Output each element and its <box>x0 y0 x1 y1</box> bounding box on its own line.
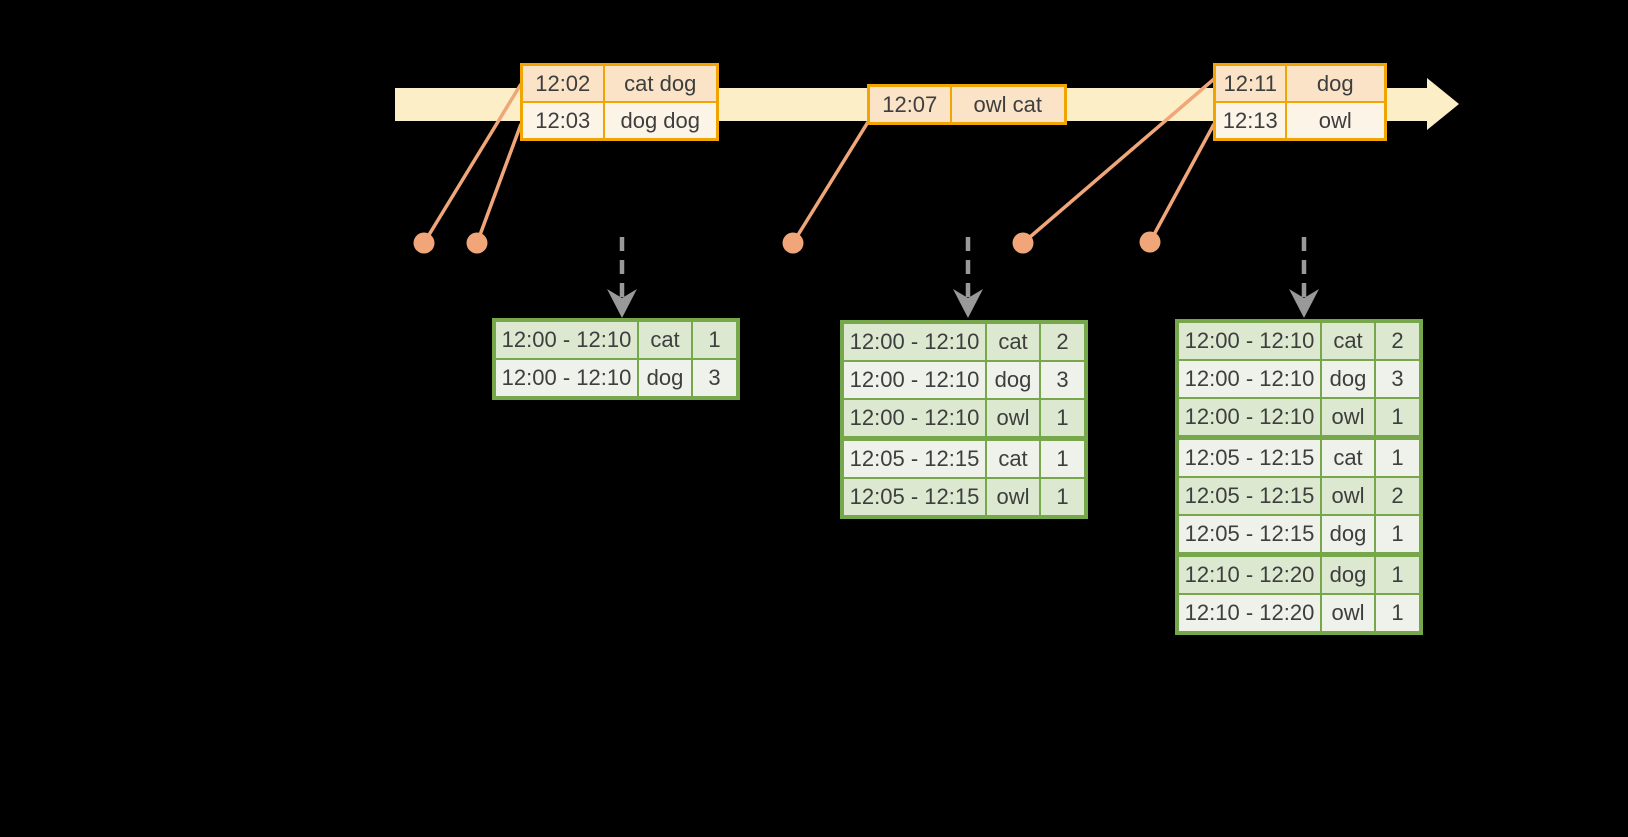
word: dog <box>637 358 693 399</box>
event-dot-icon <box>1139 231 1161 253</box>
window-range: 12:00 - 12:10 <box>841 360 987 400</box>
count: 3 <box>1039 360 1087 400</box>
word: owl <box>985 398 1041 441</box>
window-range: 12:00 - 12:10 <box>1176 320 1322 361</box>
count: 1 <box>1039 477 1087 518</box>
window-range: 12:05 - 12:15 <box>1176 514 1322 557</box>
word: dog <box>1320 359 1376 399</box>
word: dog <box>1320 514 1376 557</box>
word: owl <box>985 477 1041 518</box>
result-row: 12:10 - 12:20 dog 1 <box>1176 553 1422 595</box>
event-time: 12:02 <box>520 63 605 103</box>
result-row: 12:00 - 12:10 dog 3 <box>1176 359 1422 399</box>
result-row: 12:00 - 12:10 cat 2 <box>841 321 1087 362</box>
count: 3 <box>1374 359 1422 399</box>
result-row: 12:00 - 12:10 owl 1 <box>1176 397 1422 440</box>
event-row: 12:07 owl cat <box>867 84 1067 125</box>
event-table-1: 12:02 cat dog 12:03 dog dog <box>520 63 719 141</box>
event-connector-line <box>1021 77 1216 245</box>
event-words: owl <box>1284 101 1387 141</box>
event-words: dog dog <box>602 101 719 141</box>
event-connector-line <box>791 121 870 244</box>
word: dog <box>1320 553 1376 595</box>
window-range: 12:00 - 12:10 <box>493 358 639 399</box>
count: 1 <box>1039 398 1087 441</box>
result-row: 12:00 - 12:10 owl 1 <box>841 398 1087 441</box>
word: owl <box>1320 593 1376 634</box>
event-row: 12:11 dog <box>1213 63 1387 103</box>
window-range: 12:05 - 12:15 <box>841 437 987 479</box>
result-row: 12:05 - 12:15 owl 1 <box>841 477 1087 518</box>
event-time: 12:03 <box>520 101 605 141</box>
word: cat <box>637 319 693 360</box>
event-words: dog <box>1284 63 1387 103</box>
event-row: 12:13 owl <box>1213 101 1387 141</box>
count: 1 <box>1374 593 1422 634</box>
count: 3 <box>691 358 739 399</box>
result-row: 12:00 - 12:10 cat 1 <box>493 319 739 360</box>
event-table-2: 12:07 owl cat <box>867 84 1067 125</box>
count: 1 <box>1039 437 1087 479</box>
result-row: 12:00 - 12:10 cat 2 <box>1176 320 1422 361</box>
word: cat <box>985 437 1041 479</box>
result-row: 12:05 - 12:15 cat 1 <box>1176 436 1422 478</box>
count: 1 <box>1374 553 1422 595</box>
word: dog <box>985 360 1041 400</box>
window-range: 12:00 - 12:10 <box>841 398 987 441</box>
event-time: 12:07 <box>867 84 952 125</box>
window-range: 12:05 - 12:15 <box>1176 476 1322 516</box>
event-dot-icon <box>413 232 435 254</box>
result-row: 12:05 - 12:15 owl 2 <box>1176 476 1422 516</box>
window-range: 12:00 - 12:10 <box>1176 359 1322 399</box>
word: cat <box>985 321 1041 362</box>
event-table-3: 12:11 dog 12:13 owl <box>1213 63 1387 141</box>
trigger-arrowhead-icon <box>1289 289 1319 318</box>
event-words: owl cat <box>949 84 1067 125</box>
window-range: 12:00 - 12:10 <box>1176 397 1322 440</box>
result-row: 12:05 - 12:15 dog 1 <box>1176 514 1422 557</box>
word: owl <box>1320 476 1376 516</box>
count: 1 <box>1374 436 1422 478</box>
trigger-arrowhead-icon <box>953 289 983 318</box>
count: 2 <box>1039 321 1087 362</box>
event-time: 12:13 <box>1213 101 1287 141</box>
result-row: 12:10 - 12:20 owl 1 <box>1176 593 1422 634</box>
result-row: 12:00 - 12:10 dog 3 <box>493 358 739 399</box>
result-table-1: 12:00 - 12:10 cat 1 12:00 - 12:10 dog 3 <box>492 318 740 400</box>
word: cat <box>1320 320 1376 361</box>
window-range: 12:00 - 12:10 <box>841 321 987 362</box>
trigger-arrowhead-icon <box>607 289 637 318</box>
count: 2 <box>1374 320 1422 361</box>
count: 1 <box>1374 397 1422 440</box>
window-range: 12:05 - 12:15 <box>841 477 987 518</box>
event-dot-icon <box>782 232 804 254</box>
result-table-2: 12:00 - 12:10 cat 2 12:00 - 12:10 dog 3 … <box>840 320 1088 519</box>
window-range: 12:10 - 12:20 <box>1176 553 1322 595</box>
event-row: 12:02 cat dog <box>520 63 719 103</box>
count: 1 <box>691 319 739 360</box>
window-range: 12:05 - 12:15 <box>1176 436 1322 478</box>
count: 2 <box>1374 476 1422 516</box>
timeline-arrowhead-icon <box>1427 78 1459 130</box>
word: owl <box>1320 397 1376 440</box>
event-time: 12:11 <box>1213 63 1287 103</box>
result-table-3: 12:00 - 12:10 cat 2 12:00 - 12:10 dog 3 … <box>1175 319 1423 635</box>
event-words: cat dog <box>602 63 719 103</box>
event-dot-icon <box>466 232 488 254</box>
event-connector-line <box>422 83 523 244</box>
window-range: 12:10 - 12:20 <box>1176 593 1322 634</box>
result-row: 12:00 - 12:10 dog 3 <box>841 360 1087 400</box>
result-row: 12:05 - 12:15 cat 1 <box>841 437 1087 479</box>
window-range: 12:00 - 12:10 <box>493 319 639 360</box>
event-connector-line <box>1148 123 1216 243</box>
count: 1 <box>1374 514 1422 557</box>
event-dot-icon <box>1012 232 1034 254</box>
event-row: 12:03 dog dog <box>520 101 719 141</box>
event-connector-line <box>475 123 523 244</box>
word: cat <box>1320 436 1376 478</box>
